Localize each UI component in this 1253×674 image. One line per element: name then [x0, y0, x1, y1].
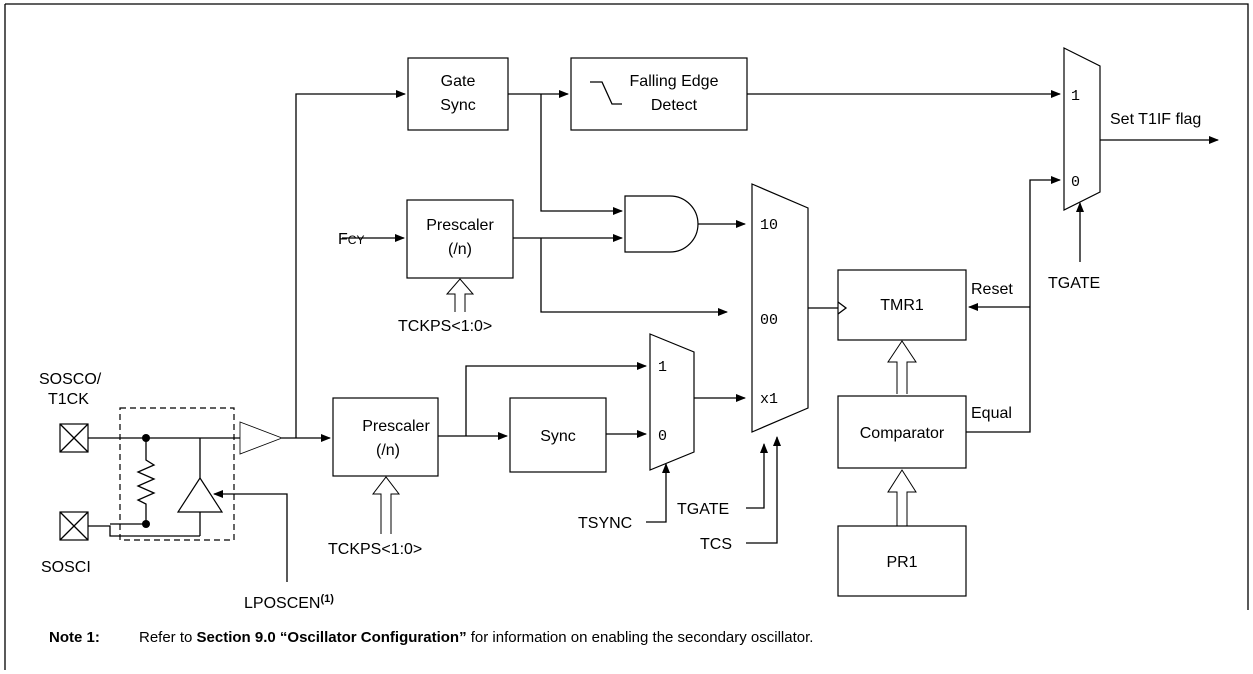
mux-input-10: 10 — [760, 217, 778, 234]
gate-sync-block — [407, 57, 509, 131]
tgate-mux-label: TGATE — [677, 501, 729, 518]
oscillator-amplifier — [176, 476, 224, 513]
sync-select-mux — [649, 333, 695, 471]
sync-block — [509, 397, 607, 473]
falling-edge-detect-block — [570, 57, 748, 131]
note-text-before: Refer to — [139, 629, 197, 646]
comparator-block — [837, 395, 967, 469]
pr1-label: PR1 — [886, 554, 917, 571]
falling-edge-label-2: Detect — [651, 97, 698, 114]
wire-sosci — [88, 525, 200, 537]
input-buffer — [239, 421, 284, 455]
note-text-after: for information on enabling the secondar… — [467, 629, 814, 646]
pr1-block — [837, 525, 967, 597]
tckps-top-arrow — [445, 278, 475, 312]
prescaler-bottom-block — [332, 397, 439, 477]
mux-input-x1: x1 — [760, 391, 778, 408]
small-mux-input-0: 0 — [658, 428, 667, 445]
gate-sync-label-1: Gate — [441, 73, 476, 90]
pr1-to-comparator-arrow — [887, 469, 917, 526]
fcy-label: FCY — [338, 231, 364, 248]
sosco-pin-x — [59, 423, 89, 453]
tmr1-to-comparator-arrow — [887, 340, 917, 394]
prescaler-bottom-label-1: Prescaler — [362, 418, 430, 435]
note-section-ref: Section 9.0 “Oscillator Configuration” — [197, 629, 467, 646]
sosco-label: SOSCO/ — [39, 371, 102, 388]
output-mux — [1063, 47, 1101, 211]
wire-equal-to-outmux — [966, 176, 1061, 433]
falling-edge-icon — [590, 81, 622, 105]
wire-gate-to-and — [540, 94, 623, 215]
tckps-top-label: TCKPS<1:0> — [398, 318, 492, 335]
and-gate — [624, 195, 699, 253]
tmr1-block — [837, 269, 967, 341]
wire-tcs — [746, 436, 781, 544]
clock-source-mux — [751, 183, 809, 433]
clock-input-marker — [837, 301, 848, 315]
wire-lposcen — [213, 490, 288, 582]
gate-sync-label-2: Sync — [440, 97, 476, 114]
sync-label: Sync — [540, 428, 576, 445]
tcs-label: TCS — [700, 536, 732, 553]
set-t1if-label: Set T1IF flag — [1110, 111, 1201, 128]
t1ck-label: T1CK — [48, 391, 89, 408]
falling-edge-label-1: Falling Edge — [630, 73, 719, 90]
wire-tsync — [646, 463, 670, 523]
oscillator-dashed-box — [119, 407, 235, 541]
note-label: Note 1: — [49, 629, 100, 646]
wire-to-gate-sync — [295, 90, 406, 438]
prescaler-bottom-label-2: (/n) — [376, 442, 400, 459]
tckps-bottom-label: TCKPS<1:0> — [328, 541, 422, 558]
resistor — [110, 438, 156, 525]
comparator-label: Comparator — [860, 425, 945, 442]
wire-prescaler-to-mux1 — [465, 362, 647, 436]
mux-input-00: 00 — [760, 312, 778, 329]
wire-tgate-mux — [746, 443, 768, 509]
tgate-out-label: TGATE — [1048, 275, 1100, 292]
prescaler-top-label-1: Prescaler — [426, 217, 494, 234]
equal-label: Equal — [971, 405, 1012, 422]
out-mux-input-0: 0 — [1071, 174, 1080, 191]
small-mux-input-1: 1 — [658, 359, 667, 376]
wire-prescaler-to-mux00 — [540, 238, 728, 316]
reset-label: Reset — [971, 281, 1013, 298]
out-mux-input-1: 1 — [1071, 88, 1080, 105]
tckps-bottom-arrow — [371, 476, 401, 534]
tsync-label: TSYNC — [578, 515, 632, 532]
tmr1-label: TMR1 — [880, 297, 924, 314]
prescaler-top-block — [406, 199, 514, 279]
sosci-label: SOSCI — [41, 559, 91, 576]
lposcen-label: LPOSCEN(1) — [244, 593, 334, 612]
prescaler-top-label-2: (/n) — [448, 241, 472, 258]
sosci-pin-x — [59, 511, 89, 541]
figure-frame — [4, 3, 1249, 670]
note: Note 1: Refer to Section 9.0 “Oscillator… — [49, 629, 813, 646]
